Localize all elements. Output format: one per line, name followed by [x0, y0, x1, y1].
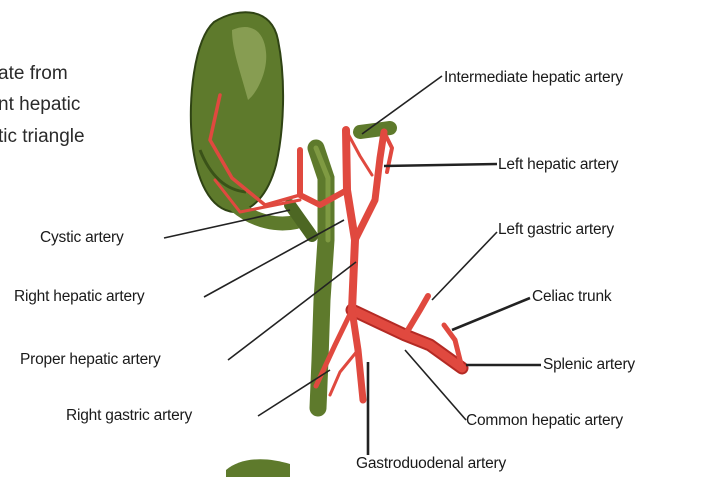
leader-left-gastric	[432, 232, 497, 300]
label-splenic-artery: Splenic artery	[543, 357, 635, 373]
leader-intermediate-hepatic	[362, 76, 442, 134]
leader-left-hepatic	[384, 164, 497, 166]
label-left-gastric-artery: Left gastric artery	[498, 222, 614, 238]
label-common-hepatic-artery: Common hepatic artery	[466, 413, 623, 429]
leader-celiac-trunk	[452, 298, 530, 330]
label-gastroduodenal-artery: Gastroduodenal artery	[356, 456, 506, 472]
label-celiac-trunk: Celiac trunk	[532, 289, 611, 305]
text-fragment-line-3: tic triangle	[0, 127, 85, 146]
text-fragment-line-1: ate from	[0, 64, 68, 83]
text-fragment-line-2: nt hepatic	[0, 95, 80, 114]
label-right-gastric-artery: Right gastric artery	[66, 408, 192, 424]
duodenum-hint	[226, 459, 290, 477]
label-left-hepatic-artery: Left hepatic artery	[498, 157, 618, 173]
label-intermediate-hepatic-artery: Intermediate hepatic artery	[444, 70, 623, 86]
label-proper-hepatic-artery: Proper hepatic artery	[20, 352, 161, 368]
label-right-hepatic-artery: Right hepatic artery	[14, 289, 144, 305]
label-cystic-artery: Cystic artery	[40, 230, 124, 246]
